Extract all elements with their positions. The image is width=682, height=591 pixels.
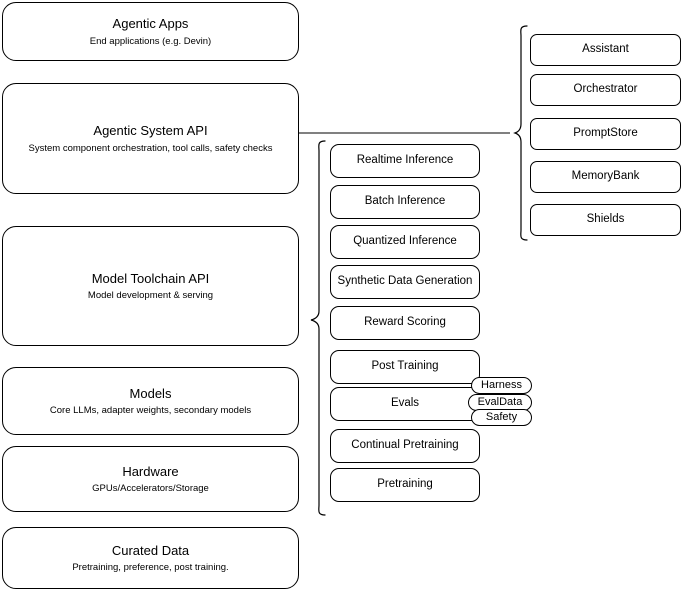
- component-assistant[interactable]: Assistant: [530, 34, 681, 66]
- capability-label: Quantized Inference: [353, 235, 457, 248]
- stack-layer-hardware[interactable]: Hardware GPUs/Accelerators/Storage: [2, 446, 299, 512]
- eval-tag-label: Harness: [481, 379, 522, 391]
- eval-tag-harness[interactable]: Harness: [471, 377, 532, 394]
- layer-title: Curated Data: [111, 542, 190, 558]
- layer-title: Agentic Apps: [112, 16, 189, 32]
- stack-layer-models[interactable]: Models Core LLMs, adapter weights, secon…: [2, 367, 299, 435]
- eval-tag-safety[interactable]: Safety: [471, 409, 532, 426]
- component-promptstore[interactable]: PromptStore: [530, 118, 681, 150]
- capability-pretraining[interactable]: Pretraining: [330, 468, 480, 502]
- layer-title: Models: [129, 385, 172, 401]
- capability-label: Post Training: [371, 360, 439, 373]
- capability-label: Realtime Inference: [356, 154, 454, 167]
- layer-title: Model Toolchain API: [91, 270, 210, 286]
- component-label: MemoryBank: [571, 170, 640, 183]
- layer-subtitle: Pretraining, preference, post training.: [72, 562, 229, 574]
- stack-layer-model-toolchain-api[interactable]: Model Toolchain API Model development & …: [2, 226, 299, 346]
- capability-label: Continual Pretraining: [351, 439, 459, 452]
- eval-tag-label: EvalData: [477, 396, 523, 408]
- layer-subtitle: System component orchestration, tool cal…: [28, 142, 273, 154]
- component-shields[interactable]: Shields: [530, 204, 681, 236]
- eval-tag-label: Safety: [485, 411, 518, 423]
- capability-batch-inference[interactable]: Batch Inference: [330, 185, 480, 219]
- capability-label: Synthetic Data Generation: [337, 275, 473, 288]
- capability-synthetic-data-generation[interactable]: Synthetic Data Generation: [330, 265, 480, 299]
- capability-reward-scoring[interactable]: Reward Scoring: [330, 306, 480, 340]
- layer-subtitle: Model development & serving: [87, 290, 214, 302]
- stack-layer-agentic-system-api[interactable]: Agentic System API System component orch…: [2, 83, 299, 194]
- layer-subtitle: End applications (e.g. Devin): [89, 35, 212, 47]
- component-label: PromptStore: [573, 127, 638, 140]
- layer-title: Hardware: [122, 463, 179, 479]
- capability-realtime-inference[interactable]: Realtime Inference: [330, 144, 480, 178]
- capability-quantized-inference[interactable]: Quantized Inference: [330, 225, 480, 259]
- capability-evals[interactable]: Evals: [330, 387, 480, 421]
- stack-layer-curated-data[interactable]: Curated Data Pretraining, preference, po…: [2, 527, 299, 589]
- capability-label: Batch Inference: [364, 195, 446, 208]
- stack-layer-agentic-apps[interactable]: Agentic Apps End applications (e.g. Devi…: [2, 2, 299, 61]
- layer-subtitle: Core LLMs, adapter weights, secondary mo…: [49, 405, 252, 417]
- layer-title: Agentic System API: [93, 123, 208, 139]
- capability-label: Reward Scoring: [364, 316, 446, 329]
- capability-post-training[interactable]: Post Training: [330, 350, 480, 384]
- component-orchestrator[interactable]: Orchestrator: [530, 74, 681, 106]
- layer-subtitle: GPUs/Accelerators/Storage: [92, 483, 209, 495]
- component-memorybank[interactable]: MemoryBank: [530, 161, 681, 193]
- capability-label: Evals: [390, 397, 420, 410]
- component-label: Assistant: [582, 43, 629, 56]
- component-label: Orchestrator: [573, 83, 638, 96]
- capability-label: Pretraining: [377, 478, 433, 491]
- component-label: Shields: [586, 213, 625, 226]
- capability-continual-pretraining[interactable]: Continual Pretraining: [330, 429, 480, 463]
